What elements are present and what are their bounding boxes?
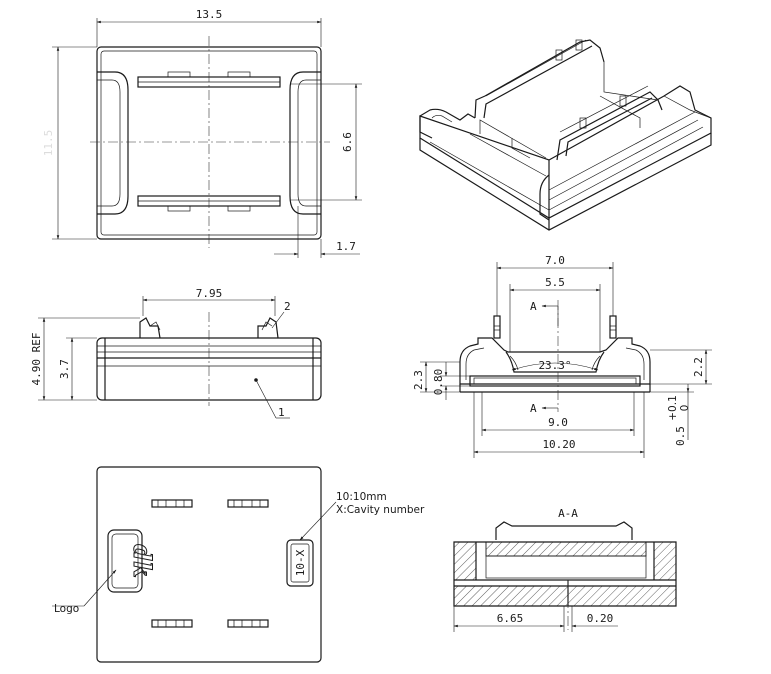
aa-section-title: A-A — [558, 507, 578, 520]
section-view: A A 7.0 5.5 23.3° 2.3 0.80 2.2 0. — [412, 254, 712, 458]
dim-aa-left: 6.65 — [497, 612, 524, 625]
dim-angle: 23.3° — [538, 359, 571, 372]
section-label-top: A — [530, 300, 537, 313]
right-side-rail — [289, 71, 321, 215]
dim-left-height: 2.3 — [412, 370, 425, 390]
bottom-view: dk 10-X 10:10mm X:Cavity number Logo — [52, 466, 425, 663]
logo-mark: dk — [128, 544, 157, 577]
dim-tolerance-lower: 0 — [679, 405, 691, 412]
dim-width: 13.5 — [196, 8, 223, 21]
side-view: 7.95 2 4.90 REF 3.7 1 — [30, 287, 322, 419]
logo-label: Logo — [54, 603, 79, 615]
dim-left-thickness: 0.80 — [432, 369, 445, 396]
dim-side: 1.7 — [336, 240, 356, 253]
dim-tolerance-upper: +0.1 — [667, 395, 679, 421]
dim-base-outer: 10.20 — [542, 438, 575, 451]
dim-inner-pin: 5.5 — [545, 276, 565, 289]
left-side-rail — [97, 71, 129, 215]
dim-ref-height: 4.90 REF — [30, 333, 43, 386]
section-base — [469, 375, 641, 387]
cavity-note-line2: X:Cavity number — [336, 504, 425, 516]
aa-section-view: A-A 6.65 0.20 — [453, 507, 677, 632]
cavity-note-line1: 10:10mm — [336, 491, 387, 503]
dim-tolerance-nominal: 0.5 — [674, 426, 687, 446]
dim-body-height: 3.7 — [58, 359, 71, 379]
top-view: 13.5 11.5 6.6 1.7 — [42, 8, 362, 258]
bottom-view-outline — [96, 466, 322, 663]
dim-height: 11.5 — [42, 130, 55, 157]
callout-1: 1 — [278, 406, 285, 419]
cavity-marking: 10-X — [294, 549, 307, 576]
callout-2: 2 — [284, 300, 291, 313]
isometric-view — [419, 39, 712, 231]
dim-aa-right: 0.20 — [587, 612, 614, 625]
dim-pin-span: 7.95 — [196, 287, 223, 300]
dim-outer-pin: 7.0 — [545, 254, 565, 267]
logo-emboss — [107, 529, 143, 593]
dim-inner-height: 6.6 — [341, 132, 354, 152]
slot-group — [151, 499, 269, 628]
section-label-bottom: A — [530, 402, 537, 415]
dim-base-inner: 9.0 — [548, 416, 568, 429]
dim-right-height: 2.2 — [692, 357, 705, 377]
